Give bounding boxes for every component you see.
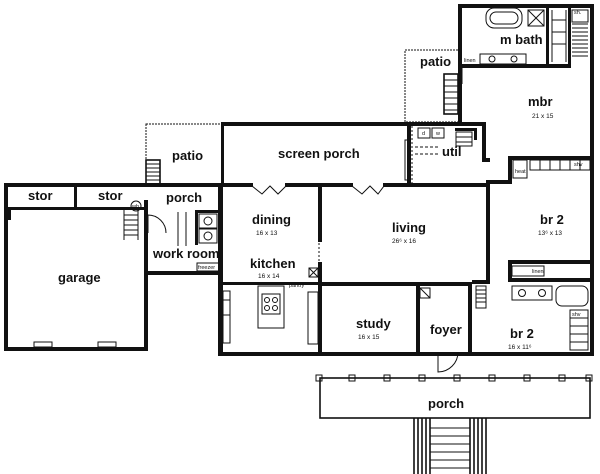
room-label-patio-right: patio	[420, 54, 451, 69]
room-dim-mbr: 21 x 15	[532, 113, 554, 120]
workroom-walls	[144, 183, 224, 275]
label-heat: heat	[515, 169, 526, 175]
label-sh: sh.	[574, 10, 582, 16]
room-label-m-bath: m bath	[500, 32, 543, 47]
label-linen-top: linen	[464, 58, 476, 64]
room-label-mbr: mbr	[528, 94, 553, 109]
screen-porch-detail	[404, 126, 413, 183]
room-dim-study: 16 x 15	[358, 334, 380, 341]
label-wh: wh	[131, 204, 139, 210]
room-dim-br2-upper: 13⁶ x 13	[538, 230, 562, 237]
patio-right	[404, 49, 460, 123]
room-dim-kitchen: 16 x 14	[258, 273, 280, 280]
room-label-living: living	[392, 220, 426, 235]
label-linen-mid: linen	[532, 269, 544, 275]
room-label-foyer: foyer	[430, 322, 462, 337]
label-w: w	[435, 131, 440, 137]
room-label-br2-lower: br 2	[510, 326, 534, 341]
utility-detail	[415, 127, 477, 155]
room-label-stor-2: stor	[98, 188, 123, 203]
front-porch	[315, 374, 593, 474]
room-label-screen-porch: screen porch	[278, 146, 360, 161]
room-label-stor-1: stor	[28, 188, 53, 203]
label-d: d	[422, 131, 425, 137]
room-label-study: study	[356, 316, 391, 331]
label-pantry: pantry	[289, 283, 305, 289]
room-label-patio-left: patio	[172, 148, 203, 163]
label-freezer: freezer	[198, 265, 215, 271]
room-label-br2-upper: br 2	[540, 212, 564, 227]
room-label-work-room: work room	[152, 246, 219, 261]
garage-wing-walls	[4, 183, 148, 351]
room-dim-living: 26⁶ x 16	[392, 238, 416, 245]
room-labels: m bath sh. linen patio mbr 21 x 15 util …	[28, 10, 583, 411]
room-label-porch-small: porch	[166, 190, 202, 205]
master-wing-walls	[458, 4, 594, 356]
room-label-garage: garage	[58, 270, 101, 285]
label-shv-lower: shv	[572, 312, 581, 318]
room-label-dining: dining	[252, 212, 291, 227]
room-label-porch-front: porch	[428, 396, 464, 411]
room-dim-br2-lower: 16 x 11⁶	[508, 344, 532, 351]
room-label-util: util	[442, 144, 462, 159]
label-shv-upper: shv	[574, 162, 583, 168]
room-dim-dining: 16 x 13	[256, 230, 278, 237]
room-label-kitchen: kitchen	[250, 256, 296, 271]
